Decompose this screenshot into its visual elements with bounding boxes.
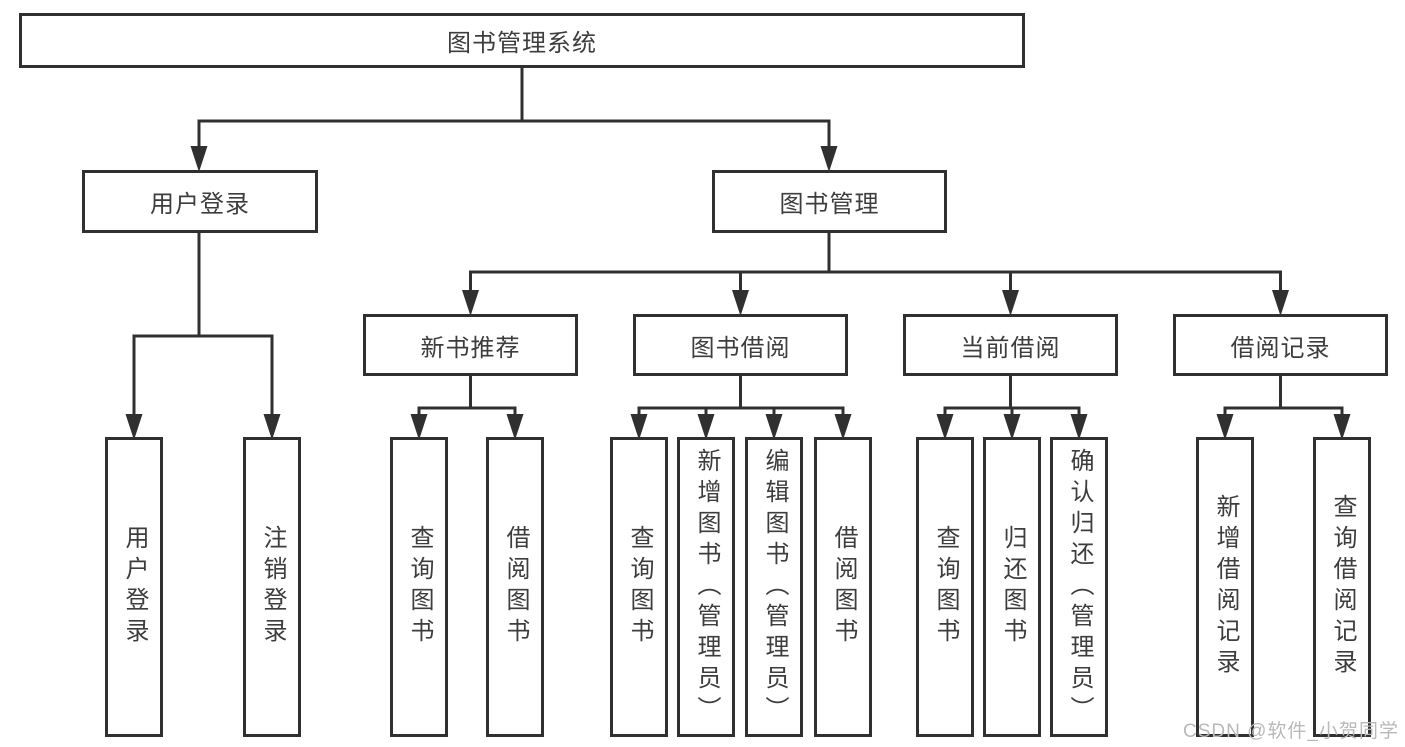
node-book-borrowing: 图书借阅	[633, 314, 848, 376]
leaf-return-book: 归还图书	[983, 437, 1041, 737]
leaf-add-borrow-record: 新增借阅记录	[1196, 437, 1254, 737]
connector-book-borrowing-children	[630, 372, 852, 440]
connector-root-to-level2	[190, 66, 838, 172]
leaf-query-borrow-record: 查询借阅记录	[1313, 437, 1371, 737]
leaf-user-login-label: 用户登录	[121, 525, 148, 649]
leaf-borrow-book-recommend-label: 借阅图书	[502, 525, 529, 649]
leaf-confirm-return-admin: 确认归还（管理员）	[1050, 437, 1108, 737]
connector-book-management-children	[462, 229, 1289, 316]
leaf-edit-book-admin-label: 编辑图书（管理员）	[761, 447, 788, 727]
leaf-logout-label: 注销登录	[259, 525, 286, 649]
leaf-query-borrow-record-label: 查询借阅记录	[1329, 494, 1356, 680]
leaf-return-book-label: 归还图书	[999, 525, 1026, 649]
leaf-query-book-borrowing: 查询图书	[610, 437, 668, 737]
connector-new-book-recommendation-children	[410, 372, 524, 440]
leaf-confirm-return-admin-label: 确认归还（管理员）	[1066, 447, 1093, 727]
leaf-borrow-book-borrowing-label: 借阅图书	[830, 525, 857, 649]
connector-current-borrowing-children	[936, 372, 1088, 440]
leaf-query-book-borrowing-label: 查询图书	[626, 525, 653, 649]
node-root: 图书管理系统	[19, 13, 1025, 68]
leaf-query-book-recommend: 查询图书	[390, 437, 448, 737]
leaf-query-book-current: 查询图书	[916, 437, 974, 737]
leaf-edit-book-admin: 编辑图书（管理员）	[745, 437, 803, 737]
node-new-book-recommendation: 新书推荐	[363, 314, 578, 376]
leaf-add-book-admin: 新增图书（管理员）	[677, 437, 735, 737]
leaf-user-login: 用户登录	[105, 437, 163, 737]
leaf-borrow-book-recommend: 借阅图书	[486, 437, 544, 737]
leaf-query-book-recommend-label: 查询图书	[406, 525, 433, 649]
node-current-borrowing: 当前借阅	[903, 314, 1118, 376]
leaf-add-borrow-record-label: 新增借阅记录	[1212, 494, 1239, 680]
leaf-borrow-book-borrowing: 借阅图书	[814, 437, 872, 737]
leaf-add-book-admin-label: 新增图书（管理员）	[693, 447, 720, 727]
node-user-login: 用户登录	[82, 170, 318, 233]
csdn-watermark: CSDN @软件_小贺同学	[1183, 721, 1399, 742]
node-book-management: 图书管理	[712, 170, 947, 233]
connector-borrowing-records-children	[1216, 372, 1351, 440]
connector-user-login-children	[125, 229, 281, 440]
node-borrowing-records: 借阅记录	[1173, 314, 1388, 376]
leaf-logout: 注销登录	[243, 437, 301, 737]
leaf-query-book-current-label: 查询图书	[932, 525, 959, 649]
